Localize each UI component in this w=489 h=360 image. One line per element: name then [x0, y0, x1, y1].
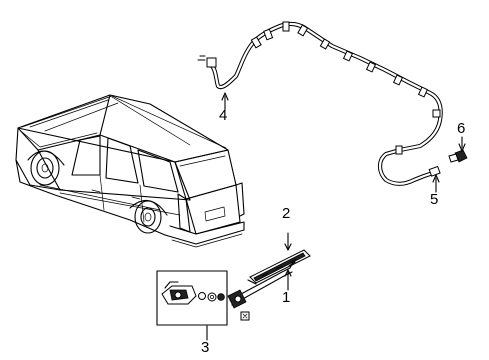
vehicle-illustration [15, 94, 245, 248]
washer-nozzle [448, 149, 468, 163]
callout-4: 4 [219, 107, 228, 124]
callout-2: 2 [282, 205, 291, 222]
wiper-motor-kit [156, 270, 228, 326]
callout-1: 1 [282, 289, 291, 306]
wiper-blade [247, 249, 311, 285]
leader-lines [206, 92, 466, 341]
callout-5: 5 [430, 191, 439, 208]
callout-6: 6 [457, 120, 466, 137]
washer-hose [197, 21, 443, 186]
wiper-arm [227, 261, 296, 321]
callout-3: 3 [201, 339, 210, 356]
